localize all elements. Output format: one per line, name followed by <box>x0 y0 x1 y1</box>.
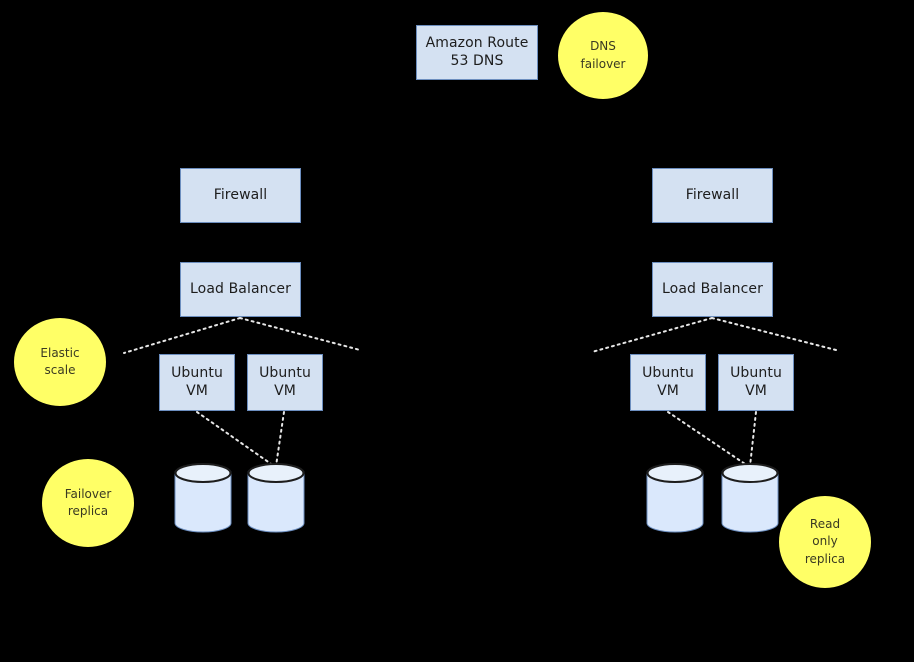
load-balancer-right-box[interactable]: Load Balancer <box>652 262 773 317</box>
failover-replica-annotation[interactable]: Failover replica <box>42 459 134 547</box>
lb-left-to-left-fan <box>123 317 241 354</box>
ubuntu-vm-left-1-box[interactable]: Ubuntu VM <box>159 354 235 411</box>
amazon-route-53-dns-label: Amazon Route 53 DNS <box>425 34 529 69</box>
elastic-scale-annotation[interactable]: Elastic scale <box>14 318 106 406</box>
read-only-replica-label: Read only replica <box>804 516 846 566</box>
vm-left-1-to-db-left-2 <box>196 411 275 467</box>
ubuntu-vm-left-2-label: Ubuntu VM <box>259 364 311 399</box>
database-right-1-cylinder[interactable] <box>646 463 704 533</box>
lb-right-to-right-fan <box>711 317 837 351</box>
ubuntu-vm-left-2-box[interactable]: Ubuntu VM <box>247 354 323 411</box>
read-only-replica-annotation[interactable]: Read only replica <box>779 496 871 588</box>
database-left-2-cylinder[interactable] <box>247 463 305 533</box>
database-right-2-cylinder[interactable] <box>721 463 779 533</box>
load-balancer-right-label: Load Balancer <box>662 280 763 297</box>
dns-failover-annotation[interactable]: DNS failover <box>558 12 648 99</box>
firewall-left-box[interactable]: Firewall <box>180 168 301 223</box>
amazon-route-53-dns-box[interactable]: Amazon Route 53 DNS <box>416 25 538 80</box>
dns-failover-label: DNS failover <box>580 39 626 71</box>
lb-right-to-left-fan <box>591 317 713 353</box>
ubuntu-vm-right-1-box[interactable]: Ubuntu VM <box>630 354 706 411</box>
ubuntu-vm-right-1-label: Ubuntu VM <box>642 364 694 399</box>
lb-left-to-right-fan <box>239 317 361 351</box>
ubuntu-vm-left-1-label: Ubuntu VM <box>171 364 223 399</box>
failover-replica-label: Failover replica <box>64 486 112 518</box>
firewall-right-box[interactable]: Firewall <box>652 168 773 223</box>
elastic-scale-label: Elastic scale <box>40 345 80 377</box>
ubuntu-vm-right-2-box[interactable]: Ubuntu VM <box>718 354 794 411</box>
firewall-left-label: Firewall <box>213 186 268 203</box>
vm-right-1-to-db-right-2 <box>667 411 749 467</box>
database-left-1-cylinder[interactable] <box>174 463 232 533</box>
vm-right-2-to-db-right-2 <box>749 411 757 467</box>
load-balancer-left-label: Load Balancer <box>190 280 291 297</box>
vm-left-2-to-db-left-2 <box>275 411 285 467</box>
firewall-right-label: Firewall <box>685 186 740 203</box>
load-balancer-left-box[interactable]: Load Balancer <box>180 262 301 317</box>
ubuntu-vm-right-2-label: Ubuntu VM <box>730 364 782 399</box>
